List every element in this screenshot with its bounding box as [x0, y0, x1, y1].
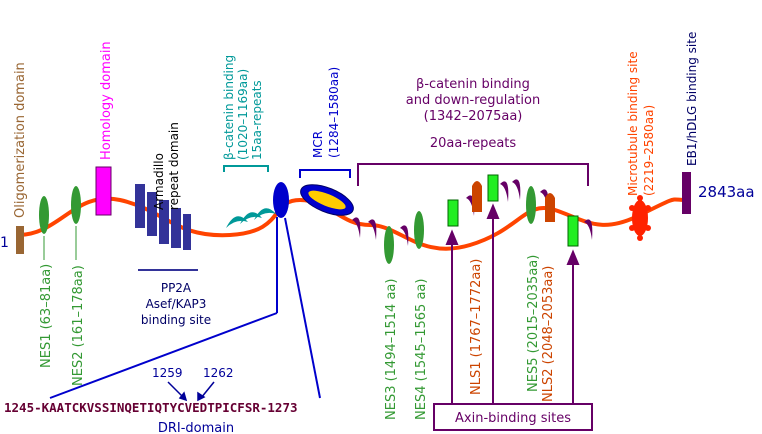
- pp2a-label-1: PP2A: [161, 281, 192, 295]
- nes5-label: NES5 (2015–2035aa): [526, 255, 541, 392]
- bcat20-label-1: β-catenin binding: [416, 77, 530, 92]
- start-label: 1: [0, 235, 9, 251]
- bcat15-label-3: 15aa-repeats: [250, 80, 264, 160]
- nes1-marker: [39, 196, 49, 234]
- bcat20-label-4: 20aa-repeats: [430, 136, 517, 151]
- bcat15-label-1: β-catenin binding: [222, 55, 236, 160]
- dri-marker: [273, 182, 289, 218]
- mcr-marker-inner: [308, 190, 346, 210]
- mcr-label-2: (1284–1580aa): [327, 67, 341, 158]
- pos-1262-label: 1262: [203, 366, 234, 380]
- dri-domain-label: DRI-domain: [158, 421, 234, 434]
- nes4-label: NES4 (1545–1565 aa): [414, 279, 429, 420]
- oligomerization-label: Oligomerization domain: [13, 62, 28, 218]
- bcat20-label-2: and down-regulation: [406, 93, 540, 108]
- bcat20-label-3: (1342–2075aa): [424, 109, 523, 124]
- bcat15-repeats: [226, 208, 276, 228]
- nes2-marker: [71, 186, 81, 224]
- homology-box: [95, 166, 112, 216]
- axin-box: [433, 403, 593, 431]
- nls2-label: NLS2 (2048–2053aa): [541, 266, 556, 402]
- nes5-marker: [526, 186, 536, 224]
- nls1-marker: [472, 181, 482, 212]
- axin-arrows: [445, 203, 580, 405]
- axin-site-2: [487, 174, 499, 202]
- mcr-label-1: MCR: [311, 131, 325, 158]
- dri-pointer-right: [284, 217, 321, 399]
- nes2-label: NES2 (161–178aa): [71, 265, 86, 386]
- nes3-marker: [384, 226, 394, 264]
- mcr-bracket: [299, 169, 351, 178]
- eb1-label: EB1/hDLG binding site: [685, 32, 699, 166]
- dri-sequence: 1245-KAATCKVSSINQETIQTYCVEDTPICFSR-1273: [4, 400, 298, 415]
- pp2a-label-3: binding site: [141, 313, 211, 327]
- armadillo-label-1: Armadillo: [152, 153, 166, 210]
- oligomerization-box: [16, 226, 24, 254]
- microtubule-label-2: (2219–2580aa): [642, 105, 656, 196]
- axin-site-3: [567, 215, 579, 247]
- bcat15-bracket: [223, 165, 269, 172]
- nes1-label: NES1 (63–81aa): [39, 264, 54, 368]
- microtubule-label-1: Microtubule binding site: [626, 51, 640, 196]
- bcat20-bracket: [357, 163, 589, 186]
- bcat15-label-2: (1020–1169aa): [236, 69, 250, 160]
- nls1-label: NLS1 (1767–1772aa): [469, 259, 484, 395]
- microtubule-marker: [629, 195, 651, 241]
- end-label: 2843aa: [698, 183, 755, 201]
- nes3-label: NES3 (1494–1514 aa): [384, 279, 399, 420]
- armadillo-label-2: repeat domain: [167, 122, 181, 210]
- position-arrows: [167, 381, 215, 402]
- pos-1259-label: 1259: [152, 366, 183, 380]
- eb1-box: [682, 172, 691, 214]
- axin-site-1: [447, 199, 459, 227]
- pp2a-label-2: Asef/KAP3: [146, 297, 207, 311]
- nes4-marker: [414, 211, 424, 249]
- homology-label: Homology domain: [99, 41, 114, 160]
- axin-label: Axin-binding sites: [455, 411, 571, 426]
- nls2-marker: [545, 193, 555, 222]
- dri-pointer-left: [49, 312, 278, 399]
- armadillo-repeats: [135, 184, 191, 250]
